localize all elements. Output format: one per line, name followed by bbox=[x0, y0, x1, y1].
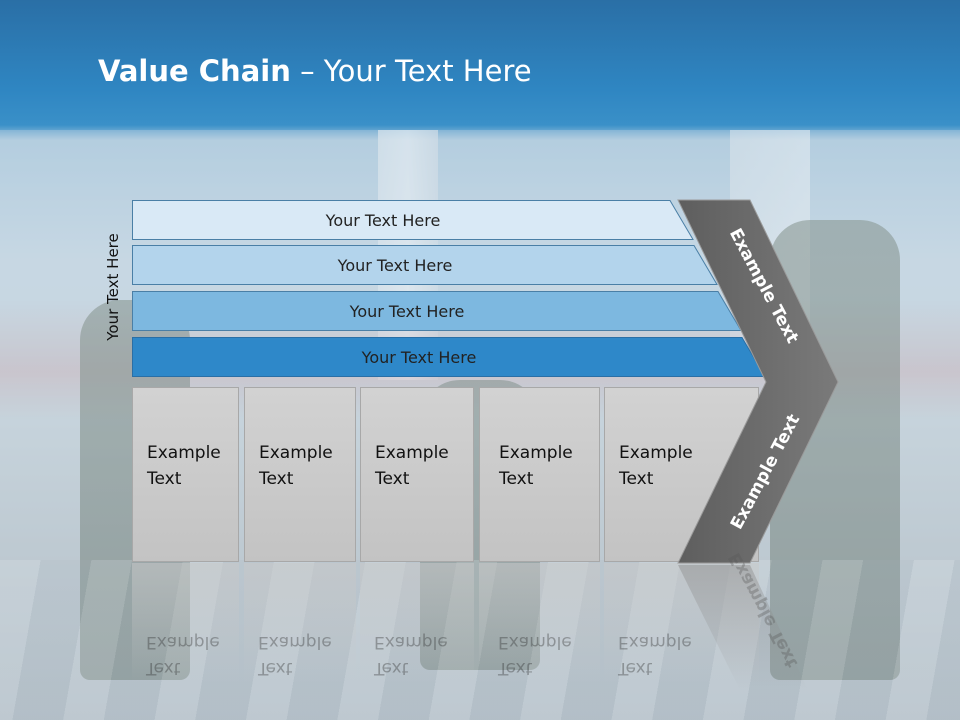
value-bar-4-label: Your Text Here bbox=[361, 347, 477, 367]
example-box-4: Example Text bbox=[479, 387, 600, 562]
slide-title-rest: – Your Text Here bbox=[290, 54, 532, 88]
chevron-reflection bbox=[678, 565, 808, 690]
example-box-2-line1: Example bbox=[259, 443, 333, 463]
chevron-shape bbox=[677, 199, 839, 564]
example-box-3-line2: Text bbox=[375, 469, 410, 489]
example-box-1: Example Text bbox=[132, 387, 239, 562]
slide-title: Value Chain – Your Text Here bbox=[98, 54, 532, 88]
example-box-1-line2: Text bbox=[147, 469, 182, 489]
value-bar-1-shape bbox=[132, 200, 694, 240]
value-bar-3: Your Text Here bbox=[132, 291, 742, 331]
example-box-3-line1: Example bbox=[375, 443, 449, 463]
slide-title-bold: Value Chain bbox=[98, 54, 291, 88]
example-box-3: Example Text bbox=[360, 387, 474, 562]
value-bar-3-label: Your Text Here bbox=[349, 301, 465, 321]
example-box-4-line2: Text bbox=[499, 469, 534, 489]
value-bar-2: Your Text Here bbox=[132, 245, 718, 285]
value-bar-2-shape bbox=[132, 245, 718, 285]
example-box-1-line1: Example bbox=[147, 443, 221, 463]
value-bar-1-fill bbox=[132, 200, 694, 240]
example-box-2-line2: Text bbox=[259, 469, 294, 489]
example-box-4-line1: Example bbox=[499, 443, 573, 463]
value-bar-2-label: Your Text Here bbox=[337, 255, 453, 275]
example-box-5-line2: Text bbox=[619, 469, 654, 489]
example-box-5-line1: Example bbox=[619, 443, 693, 463]
value-bar-2-fill bbox=[132, 245, 718, 285]
value-bar-1: Your Text Here bbox=[132, 200, 694, 240]
value-bar-1-label: Your Text Here bbox=[325, 210, 441, 230]
example-box-2: Example Text bbox=[244, 387, 356, 562]
